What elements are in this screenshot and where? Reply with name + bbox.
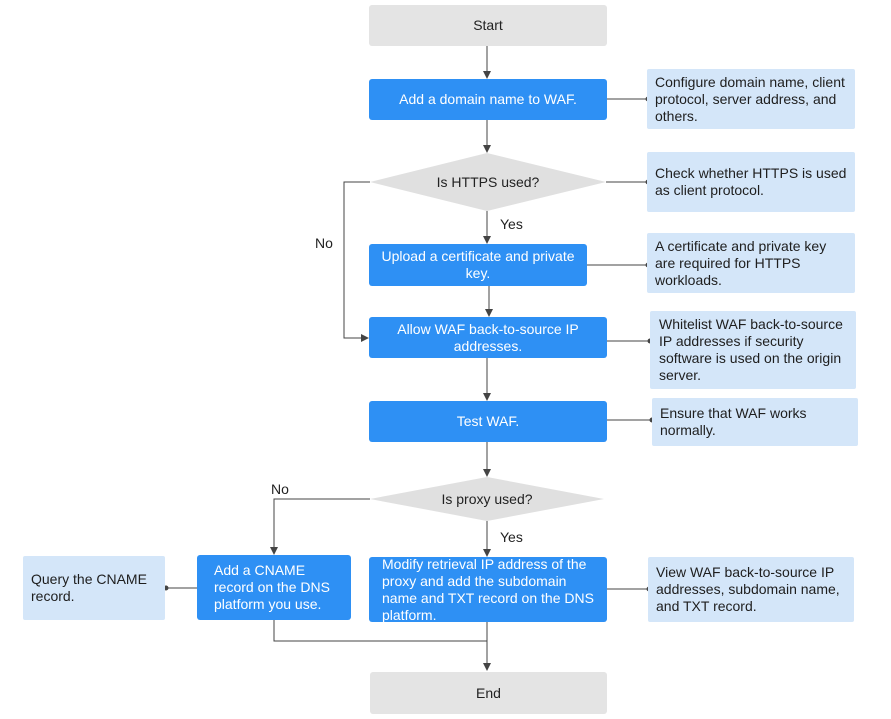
step-test-waf: Test WAF. bbox=[369, 401, 607, 442]
note-certificate-required: A certificate and private key are requir… bbox=[647, 233, 855, 293]
proxy-no-label: No bbox=[271, 481, 289, 497]
proxy-yes-label: Yes bbox=[500, 529, 523, 545]
note-ensure-waf-works: Ensure that WAF works normally. bbox=[652, 398, 858, 446]
https-no-label: No bbox=[315, 235, 333, 251]
arrow-proxy-no bbox=[270, 498, 370, 555]
step-add-cname: Add a CNAME record on the DNS platform y… bbox=[197, 555, 351, 620]
note-check-https: Check whether HTTPS is used as client pr… bbox=[647, 152, 855, 212]
step-allow-back-to-source-ips: Allow WAF back-to-source IP addresses. bbox=[369, 317, 607, 358]
proxy-decision-shape bbox=[370, 477, 604, 521]
https-decision-shape bbox=[370, 153, 606, 211]
step-modify-retrieval-ip: Modify retrieval IP address of the proxy… bbox=[369, 556, 607, 623]
step-add-domain: Add a domain name to WAF. bbox=[369, 79, 607, 120]
end-node: End bbox=[370, 672, 607, 714]
note-view-waf-ips: View WAF back-to-source IP addresses, su… bbox=[648, 557, 854, 622]
https-yes-label: Yes bbox=[500, 216, 523, 232]
step-upload-certificate: Upload a certificate and private key. bbox=[369, 244, 587, 286]
start-node: Start bbox=[369, 5, 607, 46]
note-whitelist-ips: Whitelist WAF back-to-source IP addresse… bbox=[650, 311, 856, 389]
proxy-question: Is proxy used? bbox=[441, 491, 533, 507]
arrow-https-no bbox=[343, 181, 370, 342]
note-configure-domain: Configure domain name, client protocol, … bbox=[647, 69, 855, 129]
note-query-cname: Query the CNAME record. bbox=[23, 556, 165, 620]
https-question: Is HTTPS used? bbox=[436, 174, 540, 190]
line-cname-merge bbox=[273, 620, 487, 642]
